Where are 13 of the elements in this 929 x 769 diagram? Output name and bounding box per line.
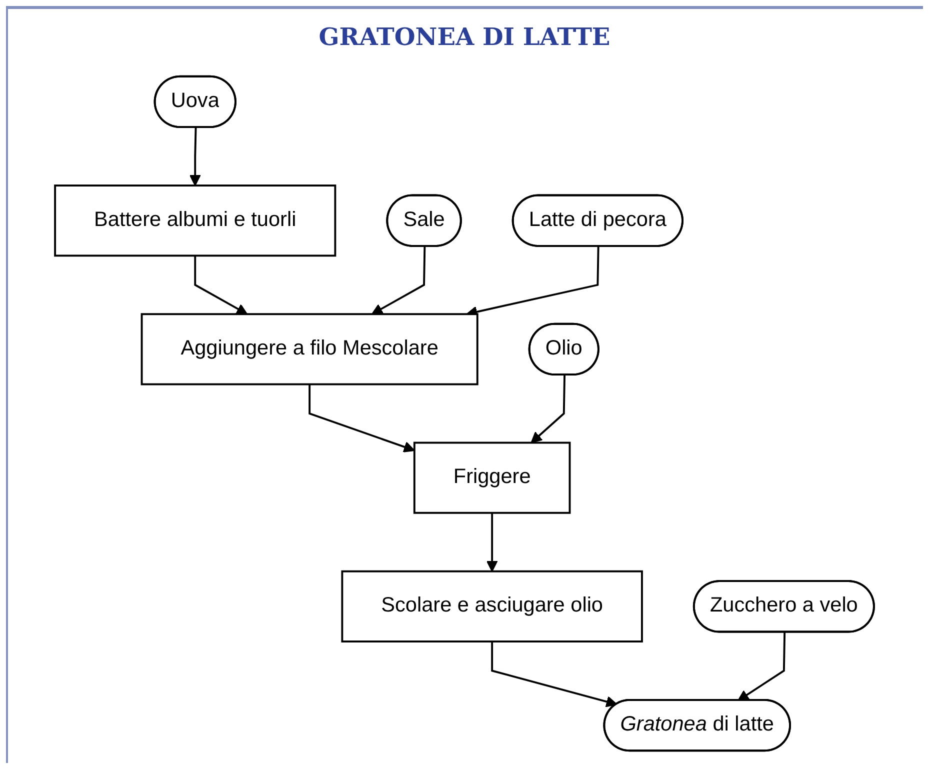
node-box: Aggiungere a filo Mescolare: [140, 313, 478, 386]
arrow: [194, 256, 248, 315]
arrow: [491, 641, 618, 708]
node-box: Friggere: [413, 442, 571, 514]
arrow: [738, 632, 786, 702]
title: GRATONEA DI LATTE: [318, 22, 612, 51]
node-box: Battere albumi e tuorli: [54, 184, 336, 257]
arrow: [486, 512, 498, 572]
arrow: [189, 128, 201, 186]
arrow: [371, 246, 426, 315]
arrow: [530, 375, 566, 444]
node-box: Scolare e asciugare olio: [341, 570, 643, 642]
arrow: [308, 384, 415, 452]
